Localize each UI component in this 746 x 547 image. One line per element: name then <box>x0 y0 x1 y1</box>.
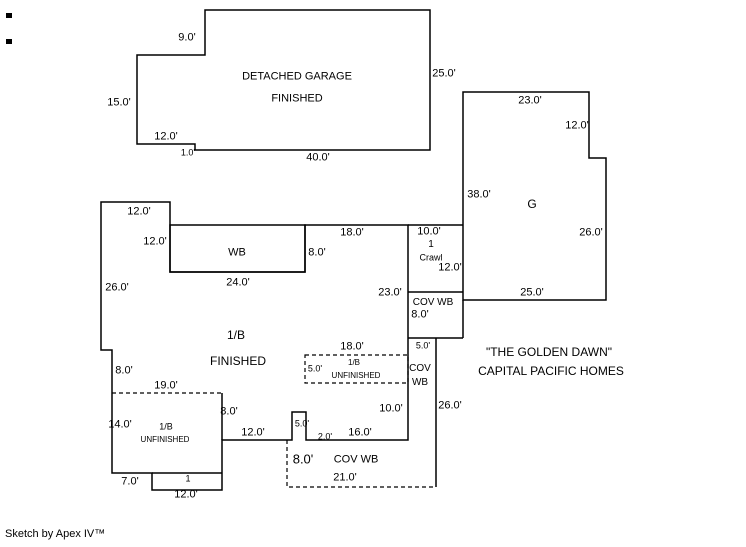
dimension-label: 25.0' <box>432 67 456 80</box>
dimension-label: 21.0' <box>333 471 357 484</box>
dimension-label: 12.0' <box>565 119 589 132</box>
cov-wb-porch-label: COV WB <box>333 453 379 466</box>
dimension-label: 7.0' <box>121 475 139 488</box>
dimension-label: 40.0' <box>306 151 330 164</box>
scan-artifact <box>6 39 12 44</box>
dimension-label: 18.0' <box>340 340 364 353</box>
dimension-label: 26.0' <box>579 226 603 239</box>
builder-note-line2: CAPITAL PACIFIC HOMES <box>478 364 624 378</box>
crawl-label: Crawl <box>419 252 443 263</box>
dimension-label: 8.0' <box>220 405 238 418</box>
scan-artifact <box>6 13 12 18</box>
main-floor-label: 1/B <box>226 328 246 342</box>
dimension-label: 8.0' <box>411 308 429 321</box>
dimension-label: 8.0' <box>292 451 314 467</box>
wb-bay-outline <box>169 224 306 273</box>
sketch-credit: Sketch by Apex IV™ <box>5 528 106 540</box>
dimension-label: 10.0' <box>379 402 403 415</box>
dimension-label: 12.0' <box>438 261 462 274</box>
dimension-label: 5.0' <box>415 340 431 351</box>
dimension-label: 12.0' <box>241 426 265 439</box>
cov-wb-upper-label: COV WB <box>412 297 454 308</box>
dimension-label: 14.0' <box>108 418 132 431</box>
dimension-label: 12.0' <box>143 235 167 248</box>
detached-garage-outline <box>136 9 431 151</box>
dimension-label: 5.0' <box>307 363 323 374</box>
wb-bay-label: WB <box>228 246 246 259</box>
unfinished-mid-label: 1/B <box>347 358 361 367</box>
dimension-label: 8.0' <box>308 246 326 259</box>
cov-wb-walk-label-1: COV <box>409 363 431 374</box>
crawl-story-label: 1 <box>428 239 434 250</box>
builder-note-line1: "THE GOLDEN DAWN" <box>485 345 613 359</box>
dimension-label: 25.0' <box>520 286 544 299</box>
dimension-label: 15.0' <box>107 96 131 109</box>
dimension-label: 9.0' <box>178 31 196 44</box>
dimension-label: 16.0' <box>348 426 372 439</box>
dimension-label: 18.0' <box>340 226 364 239</box>
dimension-label: 10.0' <box>417 225 441 238</box>
dimension-label: 1.0' <box>180 147 196 158</box>
dimension-label: 5.0' <box>294 418 310 429</box>
unfinished-left-status: UNFINISHED <box>140 435 190 444</box>
dimension-label: 26.0' <box>438 399 462 412</box>
detached-garage-title: DETACHED GARAGE <box>242 70 352 83</box>
dimension-label: 24.0' <box>226 276 250 289</box>
dimension-label: 12.0' <box>154 130 178 143</box>
dimension-label: 8.0' <box>115 364 133 377</box>
cov-wb-walk-label-2: WB <box>411 377 429 388</box>
cov-wb-porch-dashed-lines <box>286 440 436 488</box>
unfinished-mid-dashed-box <box>304 354 409 384</box>
attached-garage-label: G <box>527 197 537 211</box>
dimension-label: 26.0' <box>105 281 129 294</box>
detached-garage-status: FINISHED <box>271 92 323 105</box>
unfinished-mid-status: UNFINISHED <box>331 371 381 380</box>
unfinished-left-label: 1/B <box>159 421 173 432</box>
dimension-label: 12.0' <box>174 488 198 501</box>
dimension-label: 2.0' <box>317 431 333 442</box>
dimension-label: 23.0' <box>518 94 542 107</box>
crawl-box-lines <box>408 224 463 293</box>
dimension-label: 38.0' <box>467 188 491 201</box>
dimension-label: 12.0' <box>127 205 151 218</box>
main-floor-status: FINISHED <box>209 354 267 368</box>
entry-bay-story-label: 1 <box>185 473 191 484</box>
dimension-label: 23.0' <box>378 286 402 299</box>
dimension-label: 19.0' <box>154 379 178 392</box>
